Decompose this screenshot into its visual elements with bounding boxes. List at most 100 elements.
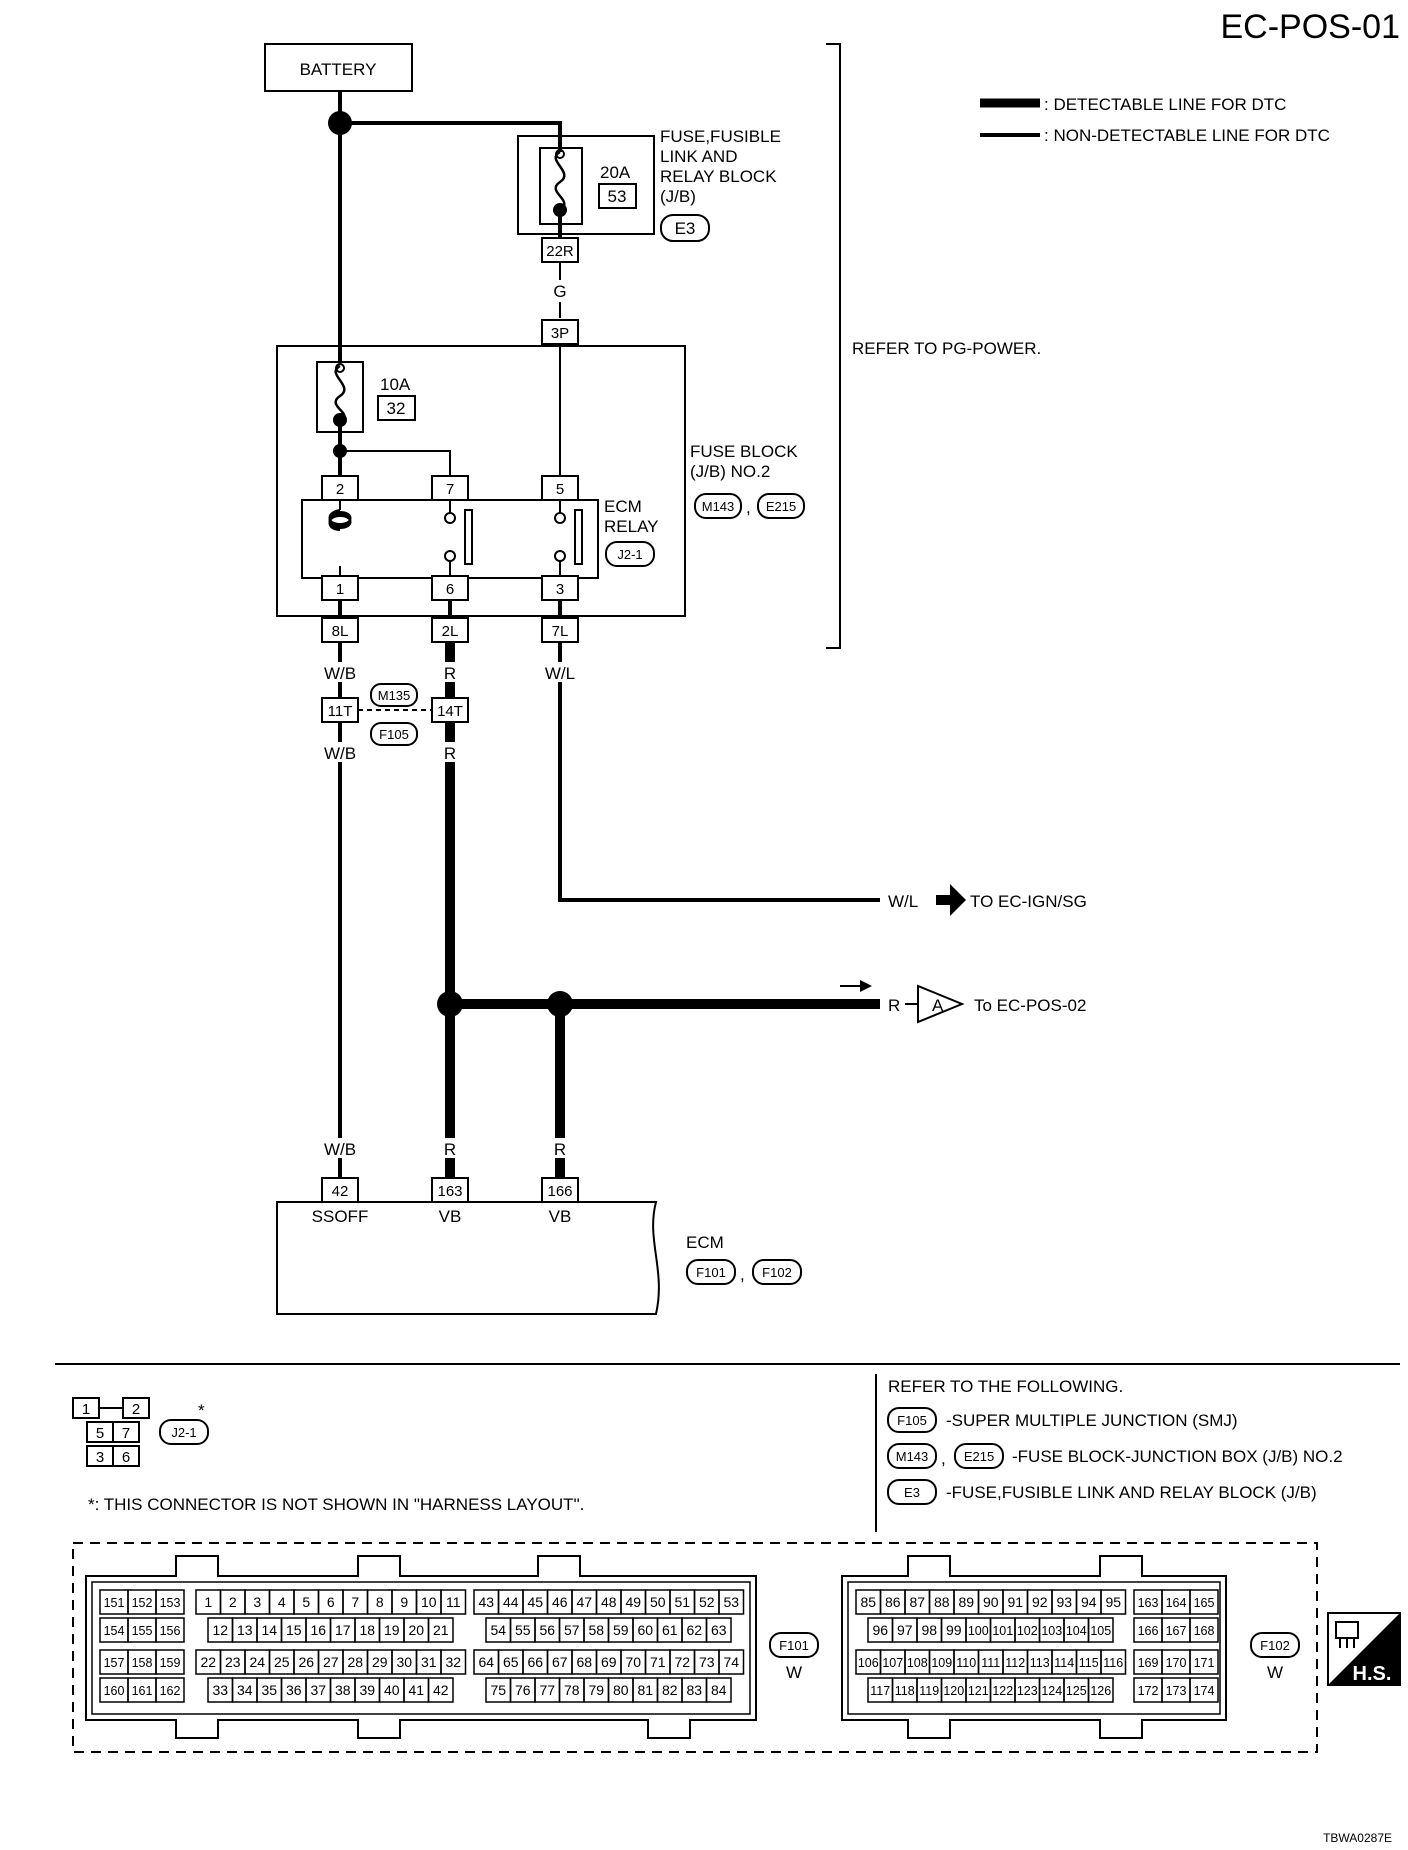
cavity-number: 79 bbox=[588, 1682, 604, 1698]
terminal-22r: 22R bbox=[546, 243, 574, 260]
cavity-number: 116 bbox=[1103, 1656, 1123, 1670]
relay-bottom-pins: 1 6 3 bbox=[321, 575, 579, 601]
battery-label: BATTERY bbox=[300, 60, 377, 79]
cavity-number: 120 bbox=[943, 1684, 964, 1698]
connector-e3-badge bbox=[660, 214, 710, 242]
cavity-number: 95 bbox=[1105, 1594, 1121, 1610]
cavity-number: 168 bbox=[1194, 1624, 1215, 1638]
cavity-number: 151 bbox=[104, 1596, 125, 1610]
fuse-20a-number: 53 bbox=[608, 187, 627, 206]
cavity-number: 167 bbox=[1166, 1624, 1187, 1638]
cavity-number: 164 bbox=[1166, 1596, 1187, 1610]
f101-badge bbox=[769, 1632, 819, 1658]
cavity-number: 162 bbox=[160, 1684, 181, 1698]
cavity-cell bbox=[705, 1677, 732, 1703]
cavity-number: 124 bbox=[1041, 1684, 1062, 1698]
cavity-number: 35 bbox=[261, 1682, 277, 1698]
cavity-number: 107 bbox=[882, 1656, 903, 1670]
cavity-number: 20 bbox=[408, 1622, 424, 1638]
cavity-number: 14 bbox=[261, 1622, 277, 1638]
relay-pin-3: 3 bbox=[556, 581, 564, 598]
cavity-cell bbox=[155, 1649, 185, 1675]
cavity-number: 122 bbox=[992, 1684, 1013, 1698]
ecm-pin-42: 42 bbox=[332, 1183, 349, 1200]
relay-switch-7-6-icon bbox=[444, 500, 473, 576]
cavity-number: 154 bbox=[104, 1624, 125, 1638]
refer-f105: F105 bbox=[897, 1413, 927, 1428]
relay-face-cell-7: 7 bbox=[122, 1425, 130, 1442]
cavity-number: 98 bbox=[921, 1622, 937, 1638]
cavity-cell bbox=[718, 1649, 745, 1675]
cavity-number: 83 bbox=[686, 1682, 702, 1698]
cavity-number: 174 bbox=[1194, 1684, 1215, 1698]
ecm-comma: , bbox=[740, 1265, 745, 1284]
cavity-number: 29 bbox=[372, 1654, 388, 1670]
cavity-number: 9 bbox=[400, 1594, 408, 1610]
relay-face-cell-2: 2 bbox=[132, 1401, 140, 1418]
cavity-number: 10 bbox=[421, 1594, 437, 1610]
legend-non-detectable: : NON-DETECTABLE LINE FOR DTC bbox=[1044, 126, 1330, 145]
cavity-number: 1 bbox=[204, 1594, 212, 1610]
cavity-number: 40 bbox=[384, 1682, 400, 1698]
cavity-number: 7 bbox=[351, 1594, 359, 1610]
cavity-number: 166 bbox=[1138, 1624, 1159, 1638]
cavity-number: 32 bbox=[445, 1654, 461, 1670]
wire-wl bbox=[558, 642, 880, 902]
cavity-number: 44 bbox=[503, 1594, 519, 1610]
cavity-number: 54 bbox=[490, 1622, 506, 1638]
cavity-number: 43 bbox=[478, 1594, 494, 1610]
cavity-number: 157 bbox=[104, 1656, 125, 1670]
ecm-pins: 42 163 166 SSOFF VB VB bbox=[312, 1177, 579, 1226]
cavity-number: 93 bbox=[1056, 1594, 1072, 1610]
relay-coil-icon bbox=[328, 500, 352, 576]
ecm-connector-f101: F101 bbox=[696, 1265, 726, 1280]
refer-e3-badge bbox=[887, 1479, 937, 1505]
wire-r-label-1: R bbox=[444, 664, 456, 683]
cavity-number: 152 bbox=[132, 1596, 153, 1610]
smj-11t-box bbox=[321, 697, 359, 723]
connector-e215-badge bbox=[757, 493, 805, 519]
cavity-number: 161 bbox=[132, 1684, 153, 1698]
cavity-number: 70 bbox=[625, 1654, 641, 1670]
refer-pg-power: REFER TO PG-POWER. bbox=[852, 339, 1041, 358]
cavity-number: 73 bbox=[699, 1654, 715, 1670]
cavity-number: 16 bbox=[310, 1622, 326, 1638]
cavity-number: 117 bbox=[870, 1684, 890, 1698]
cavity-number: 59 bbox=[613, 1622, 629, 1638]
page-id: EC-POS-01 bbox=[1221, 8, 1401, 46]
cavity-number: 88 bbox=[934, 1594, 950, 1610]
cavity-number: 4 bbox=[278, 1594, 286, 1610]
connector-m143: M143 bbox=[702, 499, 735, 514]
cavity-number: 28 bbox=[347, 1654, 363, 1670]
cavity-number: 71 bbox=[650, 1654, 666, 1670]
cavity-number: 45 bbox=[527, 1594, 543, 1610]
cavity-number: 51 bbox=[674, 1594, 690, 1610]
refer-bracket bbox=[826, 43, 841, 649]
fuse-10a-symbol bbox=[334, 364, 346, 422]
connector-f105-badge bbox=[370, 722, 418, 746]
refer-f105-text: -SUPER MULTIPLE JUNCTION (SMJ) bbox=[946, 1411, 1238, 1430]
fuse-20a-amp: 20A bbox=[600, 163, 631, 182]
fuse-20a-top-dot bbox=[555, 149, 565, 159]
connector-e215: E215 bbox=[766, 499, 796, 514]
f102-label: F102 bbox=[1260, 1638, 1290, 1653]
cavity-number: 22 bbox=[200, 1654, 216, 1670]
cavity-number: 158 bbox=[132, 1656, 153, 1670]
cavity-number: 109 bbox=[931, 1656, 952, 1670]
cavity-number: 30 bbox=[396, 1654, 412, 1670]
cavity-number: 61 bbox=[662, 1622, 678, 1638]
f101-color: W bbox=[786, 1663, 802, 1682]
cavity-number: 160 bbox=[104, 1684, 125, 1698]
fuse-block-1-name-l3: RELAY BLOCK bbox=[660, 167, 777, 186]
cavity-number: 92 bbox=[1032, 1594, 1048, 1610]
cavity-cell bbox=[1100, 1589, 1127, 1615]
cavity-cell bbox=[705, 1617, 732, 1643]
wire-wb-label-3: W/B bbox=[324, 1140, 356, 1159]
ecm-pin-163: 163 bbox=[437, 1183, 462, 1200]
cavity-number: 67 bbox=[552, 1654, 568, 1670]
cavity-cell bbox=[427, 1617, 454, 1643]
cavity-number: 58 bbox=[588, 1622, 604, 1638]
cavity-number: 12 bbox=[212, 1622, 228, 1638]
cavity-number: 89 bbox=[958, 1594, 974, 1610]
fuse-block-1-name-l4: (J/B) bbox=[660, 187, 696, 206]
